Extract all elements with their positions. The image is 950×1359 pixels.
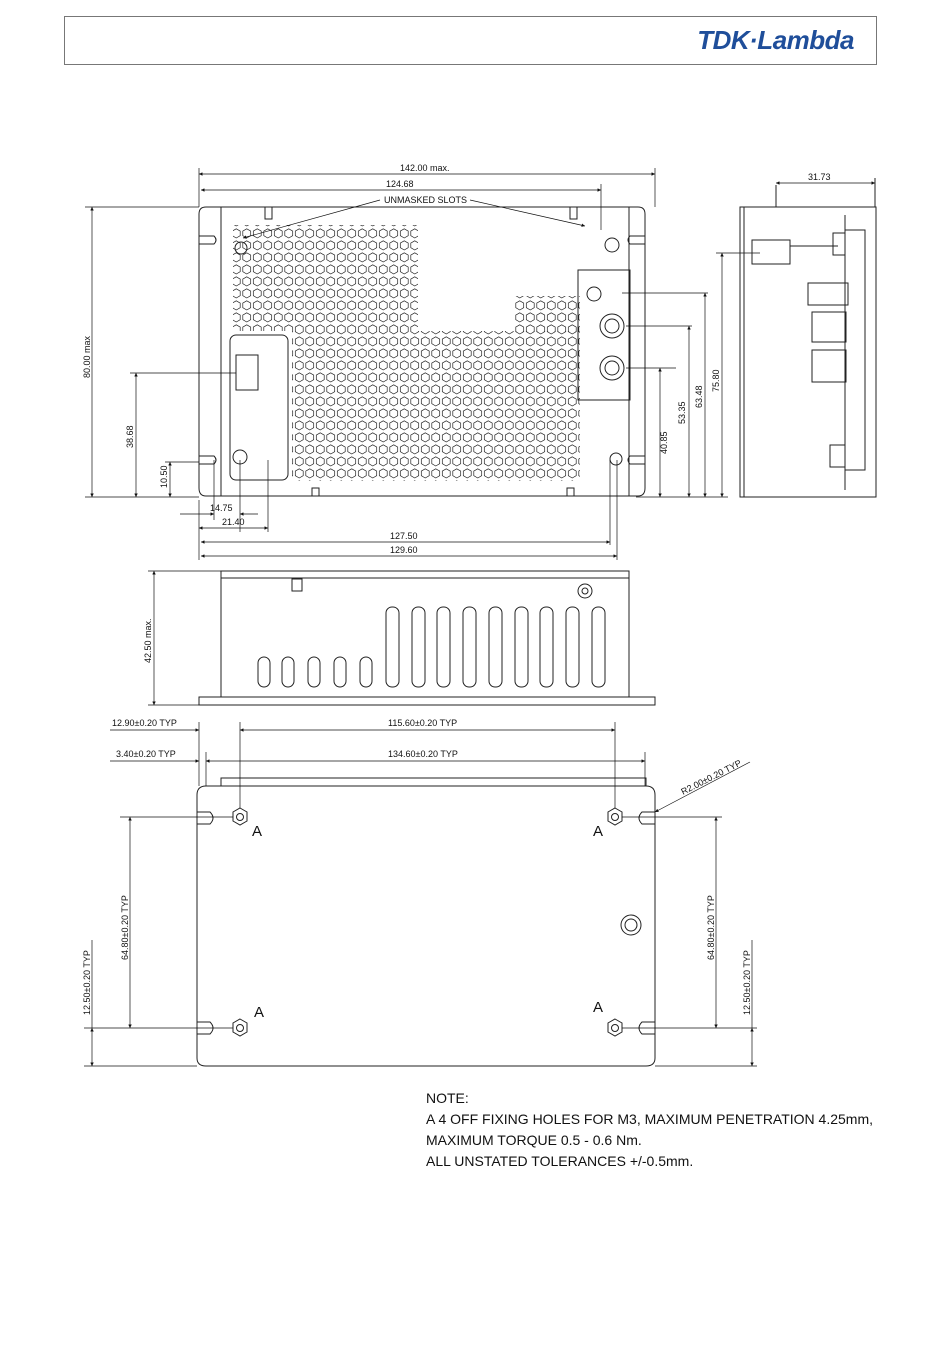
note-line-2: MAXIMUM TORQUE 0.5 - 0.6 Nm. <box>426 1132 642 1148</box>
fixing-hole-tl <box>232 807 248 826</box>
bottom-view-dimension-labels: 12.90±0.20 TYP 115.60±0.20 TYP 3.40±0.20… <box>82 718 752 1015</box>
note-line-1: A 4 OFF FIXING HOLES FOR M3, MAXIMUM PEN… <box>426 1111 874 1127</box>
dim-10-50: 10.50 <box>159 465 169 488</box>
hole-label-a-bl: A <box>254 1004 264 1021</box>
dim-14-75: 14.75 <box>210 503 233 513</box>
notes-block: NOTE: A 4 OFF FIXING HOLES FOR M3, MAXIM… <box>426 1088 873 1172</box>
fixing-hole-tr <box>607 807 623 826</box>
bottom-view-ground-stud <box>620 914 642 936</box>
vent-area-right <box>514 296 580 332</box>
dim-12-50-right: 12.50±0.20 TYP <box>742 950 752 1015</box>
dim-12-50-left: 12.50±0.20 TYP <box>82 950 92 1015</box>
dim-134-60: 134.60±0.20 TYP <box>388 749 458 759</box>
dim-12-90: 12.90±0.20 TYP <box>112 718 177 728</box>
dim-127-50: 127.50 <box>390 531 418 541</box>
dim-64-80-left: 64.80±0.20 TYP <box>120 895 130 960</box>
dim-40-85: 40.85 <box>659 431 669 454</box>
dim-31-73: 31.73 <box>808 172 831 182</box>
dim-64-80-right: 64.80±0.20 TYP <box>706 895 716 960</box>
label-unmasked-slots: UNMASKED SLOTS <box>384 195 467 205</box>
side-view-outline <box>739 206 877 498</box>
screw-terminal-1 <box>599 313 625 339</box>
mount-screw-tl <box>234 241 248 255</box>
mount-screw-br <box>609 452 623 466</box>
tdk-lambda-logo: TDK·Lambda <box>697 25 854 55</box>
dim-63-48: 63.48 <box>694 385 704 408</box>
side-connector <box>751 239 791 265</box>
top-view-inner-frame <box>220 206 630 497</box>
note-line-3: ALL UNSTATED TOLERANCES +/-0.5mm. <box>426 1153 694 1169</box>
dim-75-80: 75.80 <box>711 369 721 392</box>
hole-label-a-tr: A <box>593 823 603 840</box>
front-view-base-flange <box>198 696 656 706</box>
header-box: TDK·Lambda <box>64 16 877 65</box>
bottom-view-hole-labels: A A A A <box>252 823 603 1021</box>
dim-height-max: 80.00 max <box>82 335 92 378</box>
side-view <box>739 178 877 498</box>
front-view-dimensions <box>148 570 221 706</box>
dim-width-max: 142.00 max. <box>400 163 450 173</box>
front-view <box>198 570 656 706</box>
dim-front-height-max: 42.50 max. <box>143 618 153 663</box>
connector-cn1 <box>235 354 259 391</box>
screw-terminal-2 <box>599 355 625 381</box>
front-vent-slots-short <box>257 656 373 688</box>
bottom-view-outline <box>196 785 656 1067</box>
front-view-screw <box>577 583 593 599</box>
vent-area-lower <box>292 331 580 481</box>
hole-label-a-br: A <box>593 999 603 1016</box>
vent-area-upper <box>233 225 418 331</box>
top-view-outline <box>198 206 646 497</box>
fixing-hole-bl <box>232 1018 248 1037</box>
dim-21-40: 21.40 <box>222 517 245 527</box>
dim-115-60: 115.60±0.20 TYP <box>388 718 457 728</box>
bottom-view-back-edge <box>220 777 647 787</box>
top-view <box>198 206 646 497</box>
dim-radius: R2.00±0.20 TYP <box>679 758 743 797</box>
front-vent-slots-tall <box>385 606 606 688</box>
dim-3-40: 3.40±0.20 TYP <box>116 749 176 759</box>
top-view-dimensions <box>85 168 760 560</box>
notes-title: NOTE: <box>426 1090 469 1106</box>
dim-53-35: 53.35 <box>677 401 687 424</box>
hole-label-a-tl: A <box>252 823 262 840</box>
top-view-dimension-labels: 142.00 max. 124.68 UNMASKED SLOTS 80.00 … <box>82 163 721 555</box>
bottom-view-dimensions <box>84 722 757 1067</box>
mount-screw-tr <box>604 237 620 253</box>
fixing-hole-br <box>607 1018 623 1037</box>
dim-38-68: 38.68 <box>125 425 135 448</box>
bottom-view <box>196 777 656 1067</box>
terminal-block-outline <box>577 269 631 401</box>
dim-129-60: 129.60 <box>390 545 418 555</box>
potentiometer <box>586 286 602 302</box>
dim-slots-span: 124.68 <box>386 179 414 189</box>
